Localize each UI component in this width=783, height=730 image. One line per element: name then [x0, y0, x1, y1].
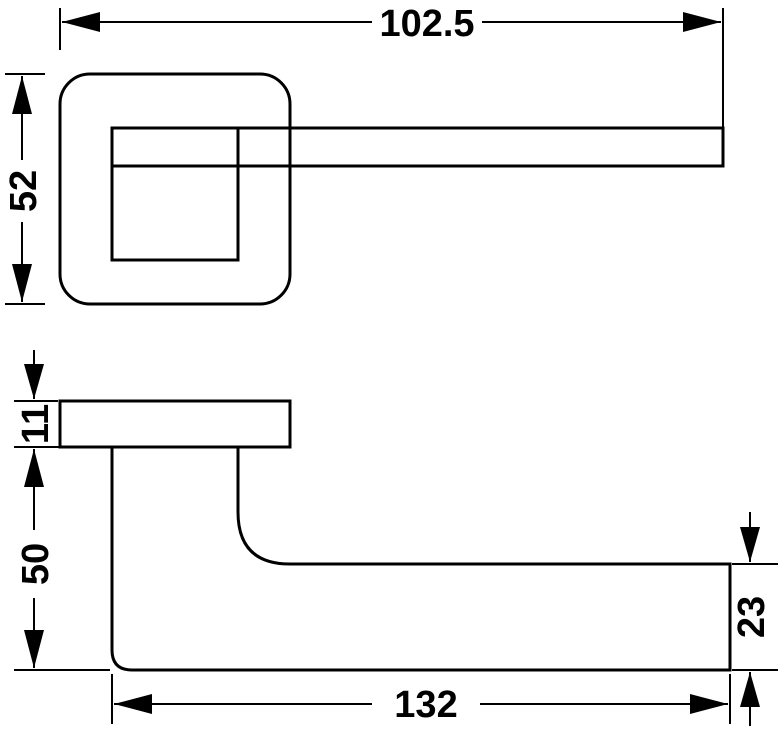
arrow-down-icon [24, 630, 44, 668]
dimension-label-projection: 50 [15, 543, 57, 585]
arrow-down-icon [24, 364, 44, 399]
dimension-label-width: 102.5 [379, 3, 474, 45]
dimension-width: 102.5 [59, 3, 724, 128]
rose-inner-square [110, 126, 240, 262]
arrow-up-icon [12, 76, 32, 114]
arrow-left-icon [114, 694, 152, 714]
arrow-right-icon [683, 12, 721, 32]
arrow-left-icon [62, 12, 100, 32]
lever-front-bar [110, 126, 725, 168]
lever-side-profile [110, 447, 732, 672]
rose-side-profile [58, 399, 292, 449]
arrow-up-icon [24, 449, 44, 487]
front-view [58, 72, 725, 306]
arrow-right-icon [690, 694, 728, 714]
dimension-rose-thickness: 11 [14, 350, 110, 448]
dimension-label-length: 132 [394, 684, 457, 726]
arrow-down-icon [740, 527, 760, 562]
rose-square [58, 72, 292, 306]
arrow-up-icon [740, 672, 760, 707]
dimension-grip-height: 23 [731, 512, 778, 726]
arrow-down-icon [12, 264, 32, 302]
dimension-length: 132 [111, 674, 731, 726]
dimension-height-front: 52 [3, 73, 45, 305]
dimension-label-rose-thickness: 11 [15, 404, 57, 444]
dimension-projection: 50 [14, 449, 110, 671]
dimension-label-height: 52 [3, 170, 45, 212]
dimension-label-grip-height: 23 [731, 596, 773, 638]
side-view [58, 399, 732, 672]
